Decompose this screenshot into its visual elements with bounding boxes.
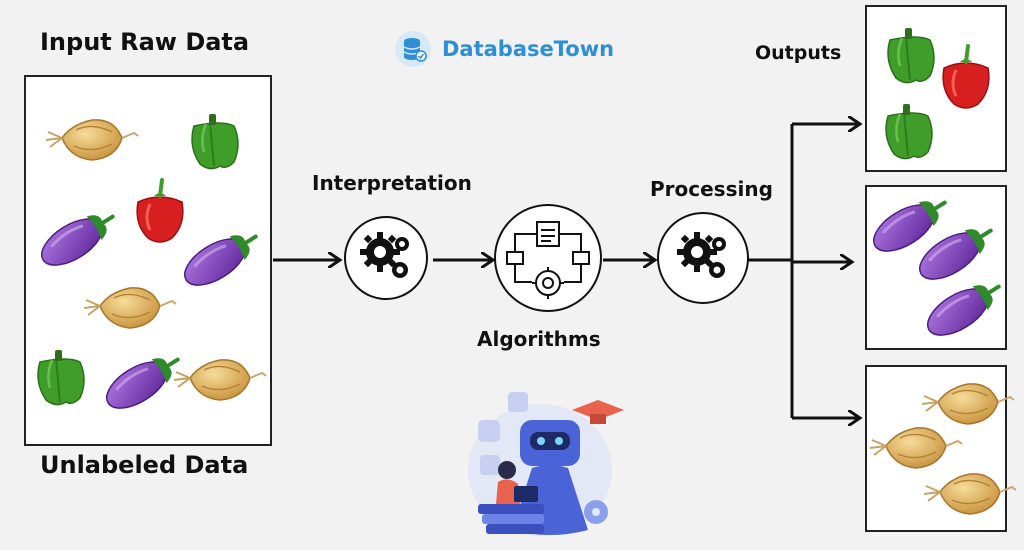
stage-algorithms bbox=[494, 204, 602, 312]
stage-label-interpretation: Interpretation bbox=[312, 171, 472, 195]
stage-processing bbox=[657, 212, 749, 304]
stage-interpretation bbox=[344, 216, 428, 300]
robot-learning-icon bbox=[468, 392, 624, 536]
output-box-peppers bbox=[865, 5, 1007, 172]
output-branches bbox=[748, 124, 860, 418]
brand-name: DatabaseTown bbox=[442, 37, 615, 61]
input-panel-caption: Unlabeled Data bbox=[40, 451, 249, 479]
brand-logo: DatabaseTown bbox=[394, 30, 614, 68]
outputs-label: Outputs bbox=[755, 42, 842, 64]
output-box-eggplants bbox=[864, 185, 1010, 350]
input-panel-title: Input Raw Data bbox=[40, 28, 250, 56]
database-icon bbox=[395, 31, 431, 67]
stage-label-algorithms: Algorithms bbox=[477, 327, 601, 351]
flowchart-gear-icon bbox=[506, 221, 590, 299]
stage-label-processing: Processing bbox=[650, 177, 773, 201]
output-box-onions bbox=[865, 365, 1017, 532]
